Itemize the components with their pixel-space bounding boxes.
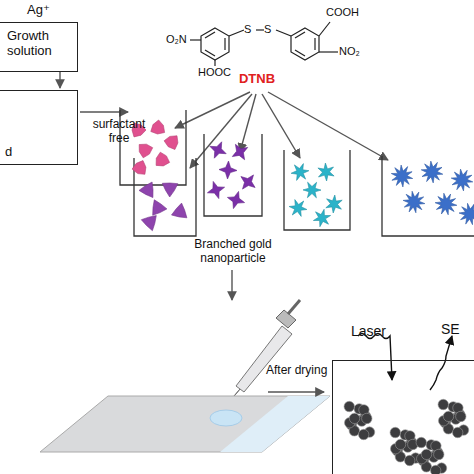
particle-clusters bbox=[344, 399, 469, 474]
dried-particle bbox=[344, 401, 354, 411]
node-text: Laser bbox=[351, 323, 386, 339]
dried-particle bbox=[443, 411, 453, 421]
wave-arrows bbox=[358, 334, 452, 391]
nanoparticle bbox=[139, 144, 153, 158]
fan-arrows bbox=[60, 72, 388, 300]
node-text: d bbox=[5, 145, 12, 160]
solution-box: d bbox=[0, 90, 78, 165]
nanoparticle bbox=[291, 164, 309, 181]
nanoparticle bbox=[391, 165, 412, 187]
nanoparticle bbox=[435, 193, 457, 215]
dried-particle bbox=[456, 411, 466, 421]
nanoparticle bbox=[313, 209, 330, 226]
dried-particle bbox=[390, 427, 400, 437]
dried-particle bbox=[430, 465, 440, 474]
dried-particle bbox=[349, 413, 359, 423]
nanoparticle bbox=[459, 203, 474, 224]
nanoparticle bbox=[132, 161, 146, 175]
node-text: Growth solution bbox=[7, 29, 67, 59]
dried-particle bbox=[438, 399, 448, 409]
nanoparticle bbox=[403, 191, 425, 213]
chemical-label: O₂N bbox=[166, 33, 187, 46]
chemical-label: S bbox=[244, 23, 251, 36]
dried-particle bbox=[434, 449, 444, 459]
chemical-label: S bbox=[264, 23, 271, 36]
nanoparticle bbox=[326, 195, 342, 213]
chemical-label: HOOC bbox=[198, 66, 231, 79]
nanoparticle bbox=[219, 161, 237, 179]
nanoparticle bbox=[227, 191, 244, 208]
chemical-label: COOH bbox=[326, 6, 359, 19]
dtnb-structure bbox=[190, 22, 338, 66]
annotation: Branched gold nanoparticle bbox=[178, 238, 288, 266]
nanoparticle bbox=[139, 182, 153, 198]
drying-arrow bbox=[268, 391, 324, 392]
dried-particle bbox=[362, 413, 372, 423]
nanoparticle bbox=[210, 142, 226, 158]
nanoparticle bbox=[303, 182, 321, 198]
measurement-box: LaserSE bbox=[332, 360, 474, 474]
nanoparticles bbox=[132, 120, 474, 231]
nanoparticle bbox=[141, 216, 156, 231]
nanoparticle bbox=[451, 169, 473, 191]
pipette bbox=[225, 300, 300, 410]
nanoparticle bbox=[207, 181, 224, 198]
nanoparticle bbox=[241, 175, 255, 189]
dried-particle bbox=[395, 439, 405, 449]
node-text: SE bbox=[441, 321, 460, 337]
beakers bbox=[120, 110, 474, 236]
dried-particle bbox=[404, 455, 414, 465]
dried-particle bbox=[358, 429, 368, 439]
nanoparticle bbox=[153, 200, 167, 216]
dried-particle bbox=[421, 449, 431, 459]
nanoparticle bbox=[162, 183, 178, 197]
nanoparticle bbox=[164, 136, 178, 150]
solution-box: Ag⁺Growth solution bbox=[0, 22, 78, 72]
nanoparticle bbox=[172, 203, 187, 218]
chemical-label: NO₂ bbox=[339, 45, 360, 58]
nanoparticle bbox=[151, 120, 165, 134]
annotation: surfactant free bbox=[84, 118, 154, 146]
annotation: DTNB bbox=[232, 72, 282, 87]
nanoparticle bbox=[421, 161, 443, 183]
nanoparticle bbox=[232, 144, 247, 159]
dried-particle bbox=[452, 427, 462, 437]
dried-particle bbox=[416, 437, 426, 447]
nanoparticle bbox=[318, 163, 334, 181]
glass-slide bbox=[40, 396, 330, 452]
nanoparticle bbox=[156, 152, 170, 166]
annotation: After drying bbox=[266, 364, 327, 378]
nanoparticle bbox=[289, 200, 307, 217]
node-text: Ag⁺ bbox=[27, 3, 50, 18]
